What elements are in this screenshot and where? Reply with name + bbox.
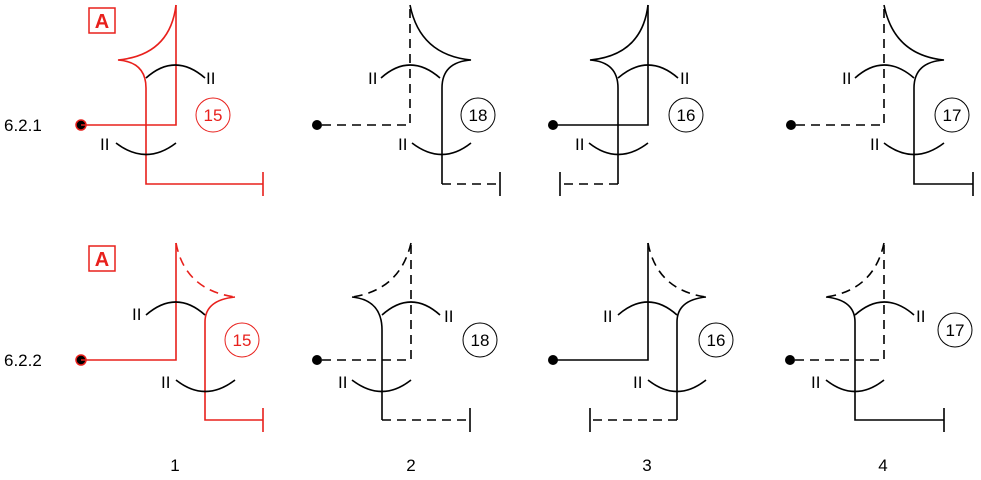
number-circle xyxy=(224,322,260,358)
number-circle xyxy=(668,97,704,133)
panel-6-2-2-3: II II 16 xyxy=(548,242,734,432)
number-label: 18 xyxy=(471,331,490,350)
marker-box xyxy=(88,245,116,272)
panel-6-2-2-4: II II 17 xyxy=(785,242,973,432)
panel-6-2-2-1: A II II 15 xyxy=(75,242,264,432)
path-b-dashed xyxy=(175,242,236,298)
number-circle xyxy=(934,97,970,133)
arc-bottom xyxy=(175,379,236,393)
arc-bottom xyxy=(825,379,885,393)
parallel-mark: II xyxy=(161,373,170,392)
start-dot xyxy=(785,355,795,365)
parallel-mark: II xyxy=(338,373,347,392)
path-b-dashed xyxy=(351,242,412,298)
panel-6-2-1-1: A II II 15 xyxy=(75,4,264,196)
path-b xyxy=(204,296,264,432)
number-label: 16 xyxy=(677,106,696,125)
path-a xyxy=(322,243,412,361)
number-label: 18 xyxy=(469,106,488,125)
arc-top xyxy=(854,301,915,316)
arc-top xyxy=(145,64,206,79)
arc-bottom xyxy=(351,379,412,393)
panel-6-2-2-2: II II 18 xyxy=(312,242,498,432)
arc-bottom xyxy=(647,379,707,393)
path-b xyxy=(117,4,264,196)
number-circle xyxy=(698,322,734,358)
number-label: 17 xyxy=(946,321,965,340)
panel-6-2-1-3: II II 16 xyxy=(548,4,704,196)
arc-top xyxy=(854,64,915,79)
panel-6-2-1-4: II II 17 xyxy=(786,4,974,196)
parallel-mark: II xyxy=(916,307,925,326)
parallel-mark: II xyxy=(811,373,820,392)
parallel-mark: II xyxy=(575,135,584,154)
column-label-4: 4 xyxy=(878,456,887,475)
path-a xyxy=(795,243,885,361)
panel-6-2-1-2: II II 18 xyxy=(312,4,501,196)
path-b xyxy=(351,296,383,420)
path-b-dashed xyxy=(647,242,707,298)
number-circle xyxy=(195,97,231,133)
column-label-2: 2 xyxy=(406,456,415,475)
row-label-6-2-2: 6.2.2 xyxy=(4,351,42,370)
number-label: 15 xyxy=(233,331,252,350)
path-b-dashed xyxy=(825,242,885,298)
path-a xyxy=(553,243,649,361)
arc-bottom xyxy=(883,142,945,156)
path-b xyxy=(409,4,472,184)
parallel-mark: II xyxy=(842,69,851,88)
arc-bottom xyxy=(115,142,177,156)
parallel-mark: II xyxy=(870,135,879,154)
number-label: 16 xyxy=(707,331,726,350)
row-label-6-2-1: 6.2.1 xyxy=(4,116,42,135)
arc-top xyxy=(380,64,441,79)
number-label: 15 xyxy=(204,106,223,125)
start-dot xyxy=(786,120,796,130)
path-b xyxy=(883,4,974,196)
path-a xyxy=(81,5,177,126)
marker-box xyxy=(88,7,116,34)
column-label-1: 1 xyxy=(170,456,179,475)
path-b xyxy=(825,296,945,432)
number-circle xyxy=(460,97,496,133)
path-a xyxy=(322,5,411,126)
arc-bottom xyxy=(588,142,649,156)
parallel-mark: II xyxy=(368,69,377,88)
arc-top xyxy=(381,301,441,316)
parallel-mark: II xyxy=(633,373,642,392)
parallel-mark: II xyxy=(100,135,109,154)
parallel-mark: II xyxy=(603,307,612,326)
parallel-mark: II xyxy=(132,305,141,324)
path-a xyxy=(796,5,885,126)
path-b xyxy=(589,4,649,184)
parallel-mark: II xyxy=(398,135,407,154)
marker-a: A xyxy=(95,249,109,271)
marker-a: A xyxy=(95,11,109,33)
path-b xyxy=(676,296,707,420)
arc-top xyxy=(617,64,679,79)
arc-top xyxy=(145,301,206,316)
parallel-mark: II xyxy=(444,307,453,326)
parallel-mark: II xyxy=(206,69,215,88)
path-a xyxy=(81,243,177,361)
path-a xyxy=(553,5,649,126)
column-label-3: 3 xyxy=(642,456,651,475)
number-circle xyxy=(937,312,973,348)
start-dot xyxy=(312,120,322,130)
parallel-mark: II xyxy=(680,69,689,88)
number-circle xyxy=(462,322,498,358)
start-dot xyxy=(312,355,322,365)
arc-top xyxy=(617,301,678,316)
number-label: 17 xyxy=(943,106,962,125)
arc-bottom xyxy=(411,142,472,156)
